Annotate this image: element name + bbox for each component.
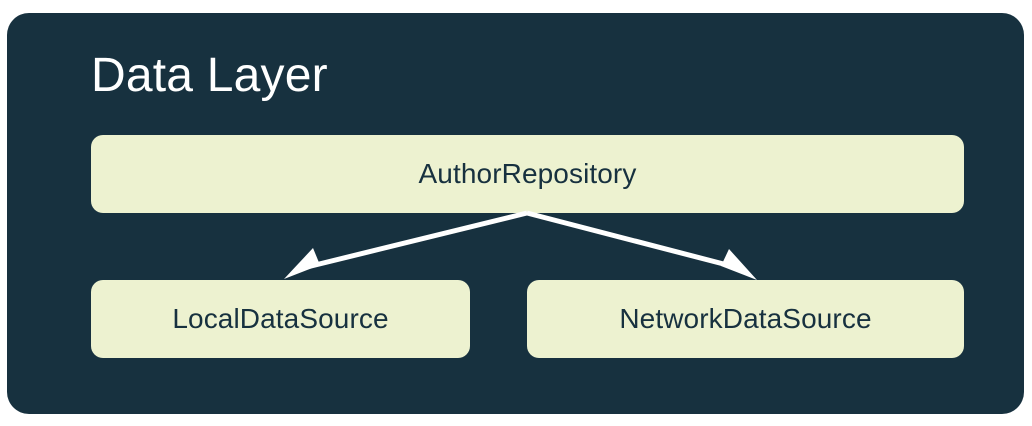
node-label-network-data-source: NetworkDataSource	[619, 303, 872, 334]
node-label-local-data-source: LocalDataSource	[172, 303, 389, 334]
node-label-author-repository: AuthorRepository	[418, 158, 637, 189]
node-author-repository[interactable]: AuthorRepository	[91, 135, 964, 213]
page-title: Data Layer	[91, 49, 328, 102]
node-local-data-source[interactable]: LocalDataSource	[91, 280, 470, 358]
node-network-data-source[interactable]: NetworkDataSource	[527, 280, 964, 358]
